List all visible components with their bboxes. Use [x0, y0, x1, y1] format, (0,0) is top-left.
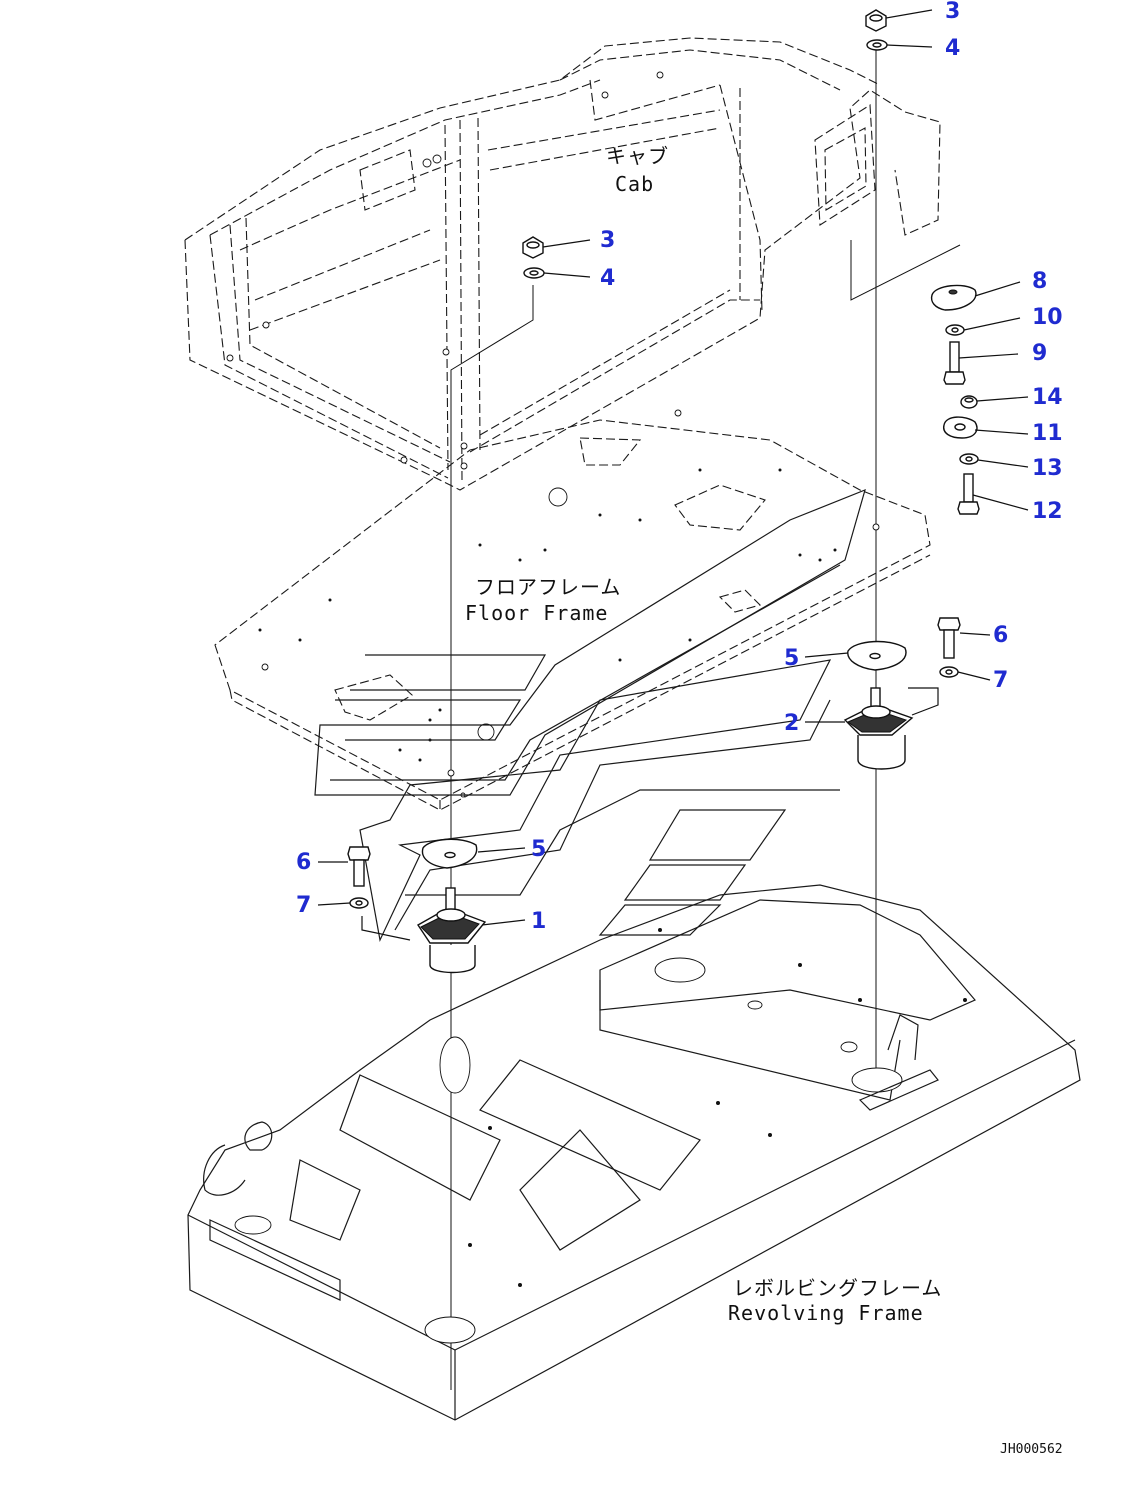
callout-7-left: 7 — [296, 893, 311, 918]
bolt-6-right[interactable] — [937, 617, 961, 659]
callout-4-top: 4 — [945, 36, 960, 61]
callout-4-mid: 4 — [600, 266, 615, 291]
assembly-arrows — [314, 488, 866, 942]
washer-mid[interactable] — [523, 267, 545, 279]
nut-14[interactable] — [960, 395, 978, 409]
callout-13: 13 — [1032, 456, 1063, 481]
callout-6-left: 6 — [296, 850, 311, 875]
callout-11: 11 — [1032, 421, 1063, 446]
cab-outline — [184, 37, 941, 491]
washer-10[interactable] — [945, 324, 965, 336]
floor-frame-outline — [214, 409, 931, 811]
bolt-6-left[interactable] — [347, 846, 371, 887]
revolving-frame-outline — [187, 884, 1081, 1421]
washer-top[interactable] — [866, 39, 888, 51]
callout-2: 2 — [784, 711, 799, 736]
bolt-9[interactable] — [943, 341, 966, 385]
bolt-12[interactable] — [957, 473, 980, 515]
drawing-code: JH000562 — [1000, 1442, 1063, 1457]
plate-11[interactable] — [943, 416, 978, 439]
cab-label-en: Cab — [615, 172, 654, 196]
floor-frame-label-jp: フロアフレーム — [475, 575, 621, 599]
washer-13[interactable] — [959, 453, 979, 465]
callout-3-top: 3 — [945, 0, 960, 24]
callout-1: 1 — [531, 909, 546, 934]
nut-mid[interactable] — [522, 236, 544, 259]
callout-9: 9 — [1032, 341, 1047, 366]
leader-lines — [317, 9, 1029, 926]
callout-5-left: 5 — [531, 837, 546, 862]
callout-10: 10 — [1032, 305, 1063, 330]
mount-2[interactable] — [843, 687, 914, 770]
callout-7-right: 7 — [993, 668, 1008, 693]
cab-label-jp: キャブ — [606, 144, 669, 168]
washer-7-right[interactable] — [939, 666, 959, 678]
callout-6-right: 6 — [993, 623, 1008, 648]
washer-7-left[interactable] — [349, 897, 369, 909]
revolving-frame-label-jp: レボルビングフレーム — [733, 1276, 942, 1300]
plate-8[interactable] — [930, 284, 977, 311]
mount-1[interactable] — [417, 887, 487, 974]
stopper-5-right[interactable] — [847, 640, 907, 671]
callout-12: 12 — [1032, 499, 1063, 524]
floor-frame-label-en: Floor Frame — [465, 601, 608, 625]
callout-5-right: 5 — [784, 646, 799, 671]
callout-8: 8 — [1032, 269, 1047, 294]
nut-top[interactable] — [865, 9, 887, 32]
stopper-5-left[interactable] — [421, 838, 478, 869]
callout-14: 14 — [1032, 385, 1063, 410]
revolving-frame-label-en: Revolving Frame — [728, 1301, 924, 1325]
callout-3-mid: 3 — [600, 228, 615, 253]
